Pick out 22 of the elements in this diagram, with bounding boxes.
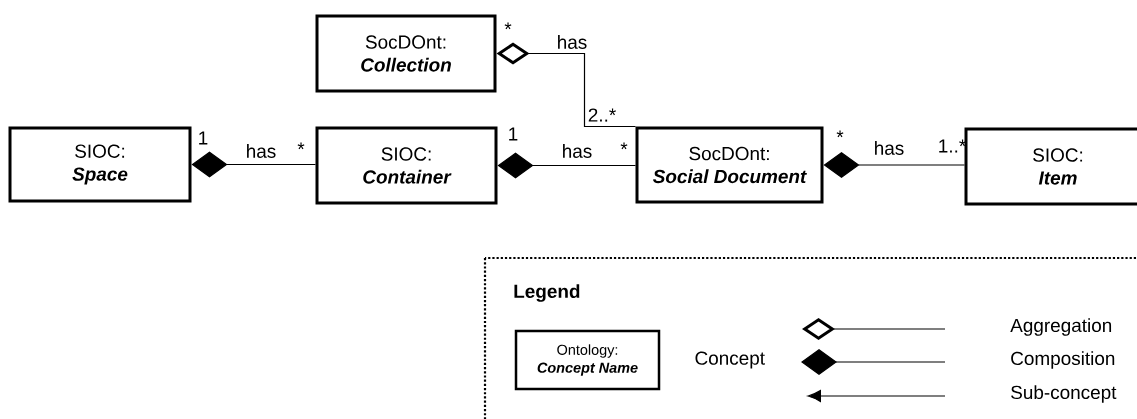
legend-text: Sub-concept bbox=[1011, 385, 1117, 403]
composition-line bbox=[497, 152, 637, 179]
multiplicity: 2..* bbox=[588, 108, 616, 122]
edge-label: has bbox=[872, 140, 906, 156]
concept-box: SIOC: Item bbox=[964, 127, 1137, 206]
edge-label: has bbox=[560, 143, 594, 159]
composition-line bbox=[823, 152, 966, 178]
multiplicity: 1 bbox=[509, 127, 518, 141]
concept-box: SocDOnt: Social Document bbox=[635, 126, 824, 204]
concept-box: SIOC: Space bbox=[8, 126, 192, 203]
multiplicity: * bbox=[620, 142, 628, 150]
multiplicity: 1..* bbox=[939, 139, 966, 153]
concept-box: SocDOnt: Collection bbox=[315, 14, 497, 93]
legend-text: Concept bbox=[695, 351, 765, 369]
legend-concept-box: Ontology: Concept Name bbox=[514, 329, 661, 391]
legend-text: Composition bbox=[1011, 351, 1115, 369]
concept-box: SIOC: Container bbox=[315, 126, 498, 205]
multiplicity: * bbox=[297, 142, 305, 150]
edge-label: has bbox=[244, 143, 278, 159]
legend-text: Aggregation bbox=[1010, 318, 1112, 336]
composition-line bbox=[191, 151, 317, 178]
edge-label: has bbox=[555, 34, 589, 50]
